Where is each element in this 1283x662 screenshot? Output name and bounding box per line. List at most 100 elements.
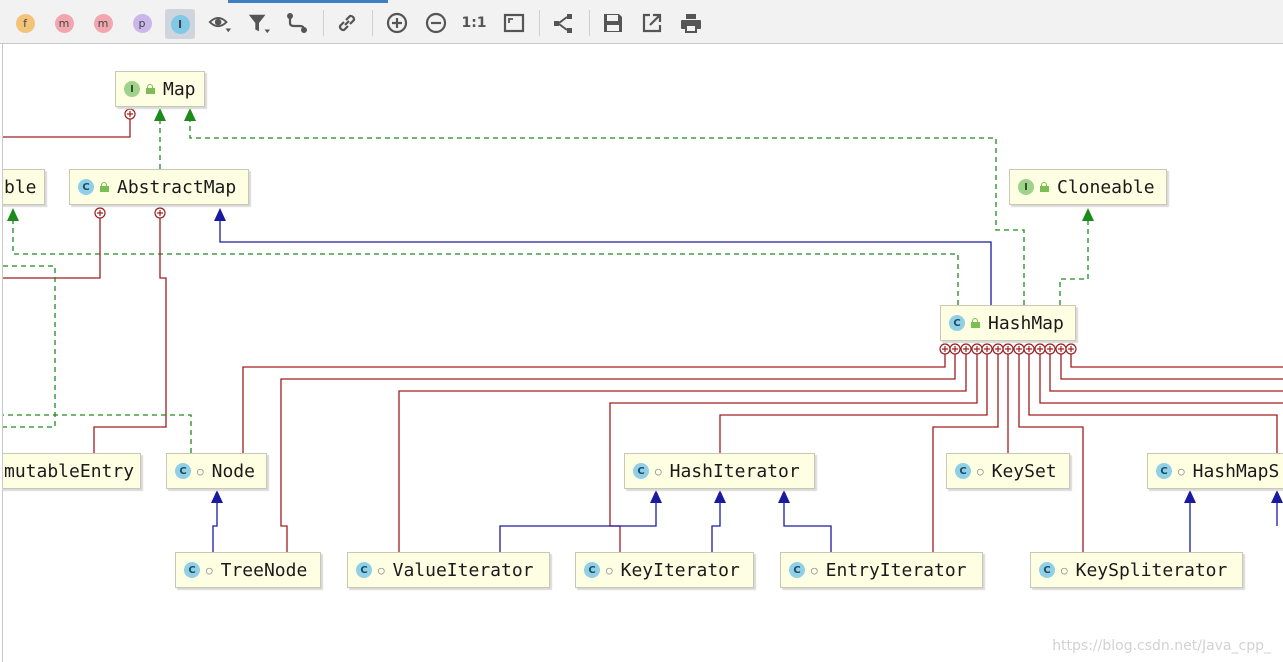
package-private-icon: ○ bbox=[206, 563, 213, 577]
node-label: KeySpliterator bbox=[1075, 559, 1228, 581]
zoom-out-icon bbox=[425, 12, 447, 34]
fit-content-button[interactable] bbox=[502, 11, 526, 35]
node-hash-iterator[interactable]: C ○ HashIterator bbox=[624, 453, 815, 489]
field-icon: f bbox=[15, 13, 35, 33]
node-hash-map-spliterator[interactable]: C ○ HashMapS bbox=[1147, 453, 1283, 489]
node-label: Cloneable bbox=[1057, 176, 1155, 198]
inner-class-marker bbox=[1034, 343, 1046, 355]
node-value-iterator[interactable]: C ○ ValueIterator bbox=[347, 552, 550, 588]
extends-arrow bbox=[214, 208, 226, 221]
node-abstract-map[interactable]: C AbstractMap bbox=[69, 169, 249, 205]
edge-hashmap-inner-r2 bbox=[1049, 354, 1283, 392]
filter-menu-button[interactable] bbox=[247, 11, 271, 35]
inner-class-marker bbox=[1013, 343, 1025, 355]
node-label: AbstractMap bbox=[117, 176, 237, 198]
node-comparable[interactable]: ble bbox=[3, 169, 45, 205]
node-key-iterator[interactable]: C ○ KeyIterator bbox=[575, 552, 754, 588]
node-label: mutableEntry bbox=[4, 460, 135, 482]
package-private-icon: ○ bbox=[977, 464, 984, 478]
node-label: Map bbox=[163, 78, 196, 100]
actual-size-button[interactable]: 1:1 bbox=[461, 11, 486, 35]
extends-arrow bbox=[650, 490, 662, 503]
node-key-set[interactable]: C ○ KeySet bbox=[946, 453, 1070, 489]
toolbar-separator bbox=[589, 10, 590, 36]
edge-hashmap-inner-r1 bbox=[1039, 354, 1283, 404]
interface-icon: I bbox=[124, 81, 140, 97]
printer-icon bbox=[681, 14, 701, 33]
inner-class-icon: I bbox=[170, 14, 190, 34]
diagram-edges bbox=[3, 108, 1283, 552]
abstract-class-icon: C bbox=[633, 463, 649, 479]
inner-class-marker bbox=[981, 343, 993, 355]
visibility-menu-button[interactable] bbox=[208, 11, 232, 35]
edge-entryiterator-extends-hashiterator bbox=[783, 502, 832, 552]
diagram-canvas[interactable]: I Map ble C AbstractMap I Cloneable C Ha… bbox=[2, 44, 1283, 662]
class-icon: C bbox=[184, 562, 200, 578]
edge-hashmap-inner-keyiterator bbox=[609, 354, 978, 552]
watermark: https://blog.csdn.net/Java_cpp_ bbox=[1052, 638, 1271, 654]
edge-hashmap-implements-map bbox=[189, 120, 1025, 305]
node-key-spliterator[interactable]: C ○ KeySpliterator bbox=[1030, 552, 1243, 588]
edge-hashmap-inner-hashiterator bbox=[719, 354, 988, 453]
inner-class-marker bbox=[939, 343, 951, 355]
node-label: EntryIterator bbox=[825, 559, 967, 581]
implements-arrow bbox=[1082, 208, 1094, 221]
print-button[interactable] bbox=[679, 11, 703, 35]
package-private-icon: ○ bbox=[811, 563, 818, 577]
node-hash-map[interactable]: C HashMap bbox=[940, 305, 1076, 341]
constructors-filter-button[interactable]: m bbox=[52, 11, 76, 35]
fields-filter-button[interactable]: f bbox=[13, 11, 37, 35]
edge-hashmap-inner-treenode bbox=[280, 354, 956, 552]
apply-layout-button[interactable] bbox=[551, 11, 575, 35]
inner-class-marker bbox=[1065, 343, 1077, 355]
inner-class-marker bbox=[992, 343, 1004, 355]
package-private-icon: ○ bbox=[655, 464, 662, 478]
node-label: TreeNode bbox=[220, 559, 308, 581]
inner-class-marker bbox=[1023, 343, 1035, 355]
edge-routing-button[interactable] bbox=[285, 11, 309, 35]
node-node[interactable]: C ○ Node bbox=[166, 453, 267, 489]
export-button[interactable] bbox=[640, 11, 664, 35]
edge-hashmap-inner-r3 bbox=[1060, 354, 1283, 380]
zoom-in-button[interactable] bbox=[385, 11, 409, 35]
show-dependencies-button[interactable] bbox=[335, 11, 359, 35]
node-label: KeySet bbox=[991, 460, 1057, 482]
public-lock-icon bbox=[1040, 182, 1049, 192]
package-private-icon: ○ bbox=[378, 563, 385, 577]
implements-arrow bbox=[7, 208, 19, 221]
node-label: KeyIterator bbox=[620, 559, 740, 581]
inner-classes-filter-button[interactable]: I bbox=[165, 9, 195, 39]
save-image-button[interactable] bbox=[601, 11, 625, 35]
extends-arrow bbox=[1184, 490, 1196, 503]
node-cloneable[interactable]: I Cloneable bbox=[1009, 169, 1167, 205]
inner-class-marker bbox=[1002, 343, 1014, 355]
edge-left-implements-1 bbox=[3, 265, 56, 428]
class-icon: C bbox=[1039, 562, 1055, 578]
methods-filter-button[interactable]: m bbox=[91, 11, 115, 35]
link-icon bbox=[338, 14, 356, 32]
inner-class-marker bbox=[1044, 343, 1056, 355]
extends-arrow bbox=[714, 490, 726, 503]
node-map[interactable]: I Map bbox=[115, 71, 205, 107]
class-icon: C bbox=[949, 315, 965, 331]
edge-abstractmap-inner-2 bbox=[93, 218, 167, 453]
node-label: HashIterator bbox=[669, 460, 800, 482]
class-icon: C bbox=[356, 562, 372, 578]
edge-hashmap-implements-serializable bbox=[12, 220, 959, 305]
abstract-class-icon: C bbox=[78, 179, 94, 195]
route-icon bbox=[287, 13, 307, 33]
node-label: HashMap bbox=[988, 312, 1064, 334]
zoom-in-icon bbox=[386, 12, 408, 34]
interface-icon: I bbox=[1018, 179, 1034, 195]
zoom-out-button[interactable] bbox=[424, 11, 448, 35]
node-simple-immutable-entry[interactable]: mutableEntry bbox=[3, 453, 141, 489]
node-tree-node[interactable]: C ○ TreeNode bbox=[175, 552, 321, 588]
inner-class-marker bbox=[949, 343, 961, 355]
properties-filter-button[interactable]: p bbox=[130, 11, 154, 35]
edge-valueiterator-extends-hashiterator bbox=[499, 502, 657, 552]
package-private-icon: ○ bbox=[197, 464, 204, 478]
node-entry-iterator[interactable]: C ○ EntryIterator bbox=[780, 552, 983, 588]
edge-hashmap-inner-valueiterator bbox=[398, 354, 967, 552]
edge-hashmap-inner-spliterator bbox=[1028, 354, 1278, 453]
public-lock-icon bbox=[100, 182, 109, 192]
